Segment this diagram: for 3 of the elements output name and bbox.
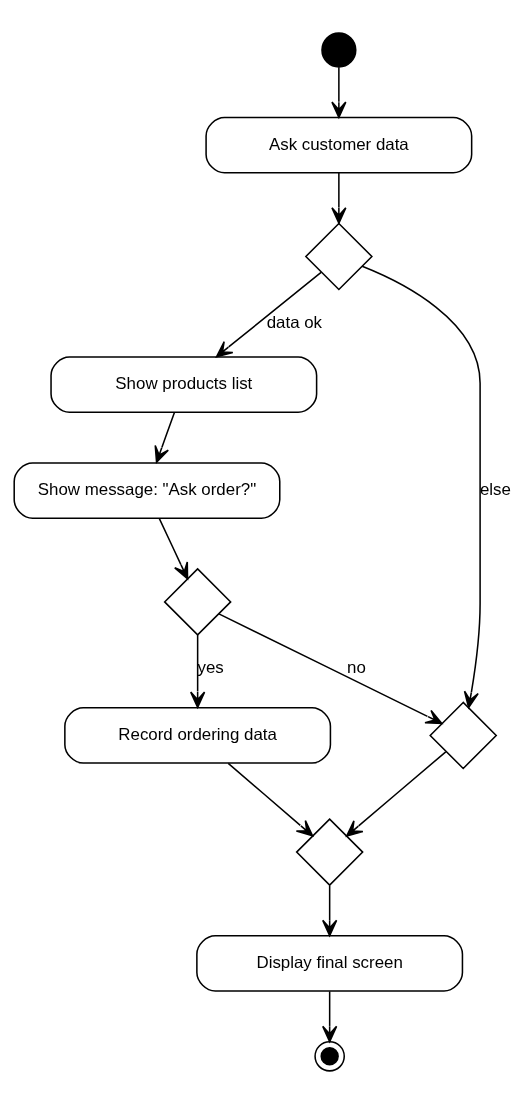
edge-label: data ok: [266, 312, 323, 332]
edge-label: no: [347, 657, 366, 677]
edge-label: yes: [197, 657, 224, 677]
